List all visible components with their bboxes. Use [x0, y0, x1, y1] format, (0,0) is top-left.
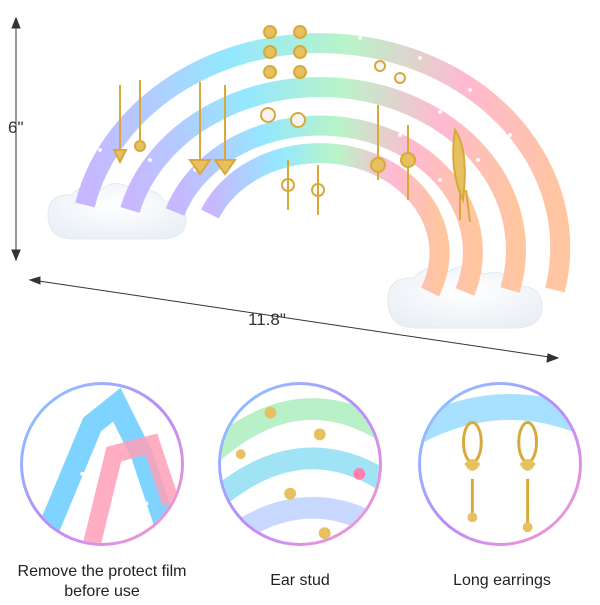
- film-detail-illustration: [32, 387, 181, 543]
- left-cloud-base: [47, 183, 187, 240]
- detail-circle-film: [20, 382, 184, 546]
- long-earrings-detail-illustration: [421, 394, 579, 533]
- width-dimension-label: 11.8": [248, 310, 286, 329]
- ear-stud-detail-illustration: [221, 398, 379, 543]
- caption-ear-stud: Ear stud: [270, 572, 330, 589]
- dimension-arrows: [11, 16, 560, 363]
- caption-long-earrings: Long earrings: [453, 572, 551, 589]
- caption-remove-film: Remove the protect film before use: [17, 563, 187, 600]
- height-dimension-label: 6": [8, 118, 24, 137]
- rainbow-arches: [75, 33, 571, 297]
- detail-circle-ear-stud: [218, 382, 382, 546]
- hanging-earrings: [112, 25, 471, 223]
- detail-circle-long-earrings: [418, 382, 582, 546]
